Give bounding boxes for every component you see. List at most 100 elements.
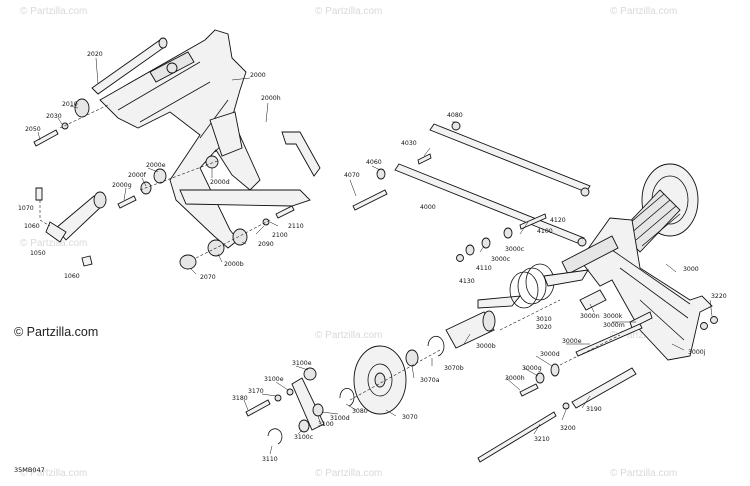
axle-3190 — [571, 367, 637, 409]
bolt-4070 — [352, 189, 388, 211]
bushing-3000c — [481, 237, 491, 249]
clip-1060 — [81, 255, 93, 267]
label-1070: 1070 — [18, 205, 34, 212]
bolt-2050 — [33, 129, 59, 147]
bushing-2000e — [153, 168, 167, 184]
fitting-1070 — [35, 187, 43, 201]
bushing-3000g — [535, 372, 545, 384]
bolt-3210 — [477, 411, 557, 463]
diagram-code: 35MB047 — [14, 466, 45, 474]
label-3000c: 3000c — [505, 246, 525, 253]
label-3210: 3210 — [534, 436, 550, 443]
spring-arm-4130 — [477, 295, 522, 309]
bushing-4060 — [376, 168, 386, 180]
bushing-2090 — [232, 228, 248, 246]
label-4080: 4080 — [447, 112, 463, 119]
label-2020: 2020 — [87, 51, 103, 58]
label-3220: 3220 — [711, 293, 727, 300]
label-3020: 3020 — [536, 324, 552, 331]
label-1060: 1060 — [24, 223, 40, 230]
label-3000j: 3000j — [688, 349, 706, 356]
link-rods — [352, 121, 591, 262]
label-3070: 3070 — [402, 414, 418, 421]
label-3010: 3010 — [536, 316, 552, 323]
axle-tube — [561, 235, 619, 275]
spacer-3000b — [445, 311, 495, 349]
label-3070b: 3070b — [444, 365, 464, 372]
label-3190: 3190 — [586, 406, 602, 413]
label-3100c: 3100c — [294, 434, 314, 441]
label-3100e: 3100e — [292, 360, 312, 367]
pin-2000g — [117, 195, 137, 209]
label-3000c-2: 3000c — [491, 256, 511, 263]
washer-4110 — [456, 254, 464, 262]
arm-3000 — [579, 217, 713, 361]
label-2000g: 2000g — [112, 182, 132, 189]
label-4030: 4030 — [401, 140, 417, 147]
shaft-3000e — [575, 323, 643, 357]
label-2050: 2050 — [25, 126, 41, 133]
label-3100d: 3100d — [330, 415, 350, 422]
washer-2030 — [61, 122, 69, 130]
label-2000b: 2000b — [224, 261, 244, 268]
label-4060: 4060 — [366, 159, 382, 166]
watermark: © Partzilla.com — [315, 6, 382, 17]
ring-3110 — [267, 428, 283, 445]
label-3170: 3170 — [248, 388, 264, 395]
bushing-2070 — [179, 254, 197, 270]
front-arm-assembly — [33, 29, 321, 270]
bushing-3100d — [312, 403, 324, 417]
label-4100: 4100 — [537, 228, 553, 235]
bushing-3000d — [550, 363, 560, 377]
snap-ring-3070b — [427, 335, 445, 357]
label-3100: 3100 — [318, 421, 334, 428]
partzilla-watermark: © Partzilla.com — [14, 325, 98, 339]
lever-3100 — [291, 377, 325, 431]
watermark: © Partzilla.com — [20, 238, 87, 249]
handle-2000h — [281, 131, 321, 177]
nut-4080 — [451, 121, 461, 131]
label-3000: 3000 — [683, 266, 699, 273]
label-2030: 2030 — [46, 113, 62, 120]
bushing-3000c-2 — [465, 244, 475, 256]
bracket-3000n — [579, 289, 607, 311]
watermark: © Partzilla.com — [20, 468, 87, 479]
washer-3200 — [562, 402, 570, 410]
label-2010: 2010 — [62, 101, 78, 108]
bearing-3070a — [405, 349, 419, 367]
label-2070: 2070 — [200, 274, 216, 281]
label-3080: 3080 — [352, 408, 368, 415]
label-2100: 2100 — [272, 232, 288, 239]
label-4110: 4110 — [476, 265, 492, 272]
label-4000: 4000 — [420, 204, 436, 211]
leader-lines — [37, 57, 713, 455]
label-3000e: 3000e — [562, 338, 582, 345]
washer-3100e — [286, 388, 294, 396]
watermark: © Partzilla.com — [610, 330, 677, 341]
label-3110: 3110 — [262, 456, 278, 463]
spacer-4100 — [503, 227, 513, 239]
label-3000k: 3000k — [603, 313, 623, 320]
torsion-spring — [509, 271, 539, 309]
label-3000d: 3000d — [540, 351, 560, 358]
label-3000g: 3000g — [522, 365, 542, 372]
bolt-2110 — [275, 205, 295, 219]
label-3000h: 3000h — [505, 375, 525, 382]
label-4120: 4120 — [550, 217, 566, 224]
rod-4030 — [429, 123, 591, 193]
washer-3220b — [710, 316, 718, 324]
label-2000e: 2000e — [146, 162, 166, 169]
bolt-3000k — [629, 311, 653, 329]
watermark: © Partzilla.com — [315, 330, 382, 341]
label-3100e-2: 3100e — [264, 376, 284, 383]
bolt-4120 — [519, 213, 547, 230]
label-3000n: 3000n — [580, 313, 600, 320]
label-3000b: 3000b — [476, 343, 496, 350]
snap-ring-3080 — [339, 387, 355, 407]
bolt-3000h — [519, 383, 539, 397]
bushing-2010 — [74, 98, 90, 118]
watermark: © Partzilla.com — [315, 468, 382, 479]
pin-4030 — [417, 153, 432, 165]
part-labels: 2020 2000 2000h 2010 2030 2050 2000e 200… — [18, 51, 727, 463]
